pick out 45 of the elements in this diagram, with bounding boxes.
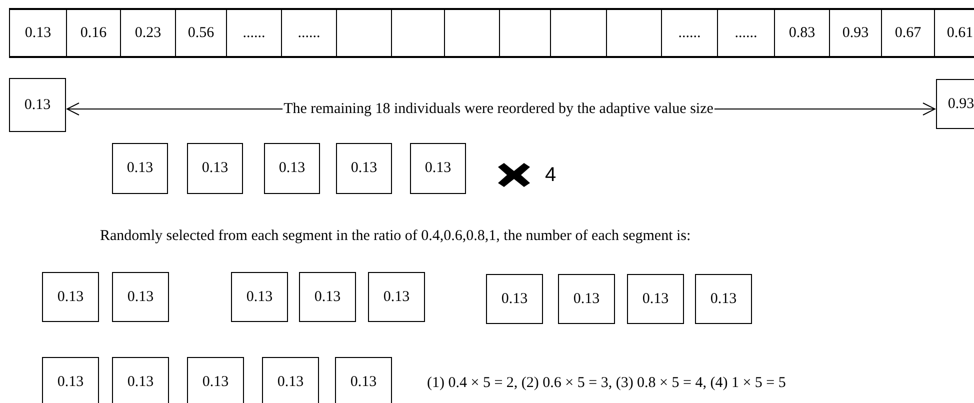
value-box: 0.13 [695, 274, 752, 324]
table-cell: ...... [281, 8, 337, 58]
value-box: 0.13 [336, 143, 392, 194]
table-cell [391, 8, 445, 58]
table-cell: 0.61 [934, 8, 974, 58]
table-cell [606, 8, 662, 58]
table-cell: 0.13 [9, 8, 67, 58]
value-box: 0.13 [627, 274, 684, 324]
table-cell: ...... [226, 8, 282, 58]
multiplier-text: 4 [545, 164, 556, 187]
value-box: 0.13 [112, 357, 169, 403]
value-box: 0.13 [335, 357, 392, 403]
table-cell: 0.93 [829, 8, 882, 58]
value-box: 0.13 [410, 143, 466, 194]
table-cell: ...... [661, 8, 718, 58]
value-box: 0.13 [486, 274, 543, 324]
table-cell [550, 8, 607, 58]
value-box: 0.13 [42, 357, 99, 403]
arrow [66, 102, 284, 116]
caption-text: The remaining 18 individuals were reordered by the adaptive value size [284, 100, 714, 118]
value-box: 0.13 [42, 272, 99, 322]
table-cell: 0.56 [175, 8, 227, 58]
formula-text: (1) 0.4 × 5 = 2, (2) 0.6 × 5 = 3, (3) 0.8 × 5 = 4, (4) 1 × 5 = 5 [427, 375, 786, 392]
table-cell [444, 8, 500, 58]
value-box: 0.13 [187, 143, 243, 194]
table-cell: 0.16 [66, 8, 121, 58]
table-cell [336, 8, 392, 58]
instruction-text: Randomly selected from each segment in the ratio of 0.4,0.6,0.8,1, the number of each segment is: [100, 228, 691, 245]
table-cell: 0.67 [881, 8, 935, 58]
value-box: 0.13 [368, 272, 425, 322]
value-box: 0.13 [262, 357, 319, 403]
arrow [714, 102, 936, 116]
value-box: 0.13 [112, 272, 169, 322]
value-box: 0.13 [9, 78, 66, 132]
value-box: 0.13 [558, 274, 615, 324]
table-cell [499, 8, 551, 58]
value-box: 0.13 [299, 272, 356, 322]
value-box: 0.93 [936, 79, 974, 129]
table-cell: ...... [717, 8, 775, 58]
value-box: 0.13 [112, 143, 168, 194]
table-cell: 0.83 [774, 8, 830, 58]
table-cell: 0.23 [120, 8, 176, 58]
value-box: 0.13 [264, 143, 320, 194]
value-box: 0.13 [231, 272, 288, 322]
value-box: 0.13 [187, 357, 244, 403]
